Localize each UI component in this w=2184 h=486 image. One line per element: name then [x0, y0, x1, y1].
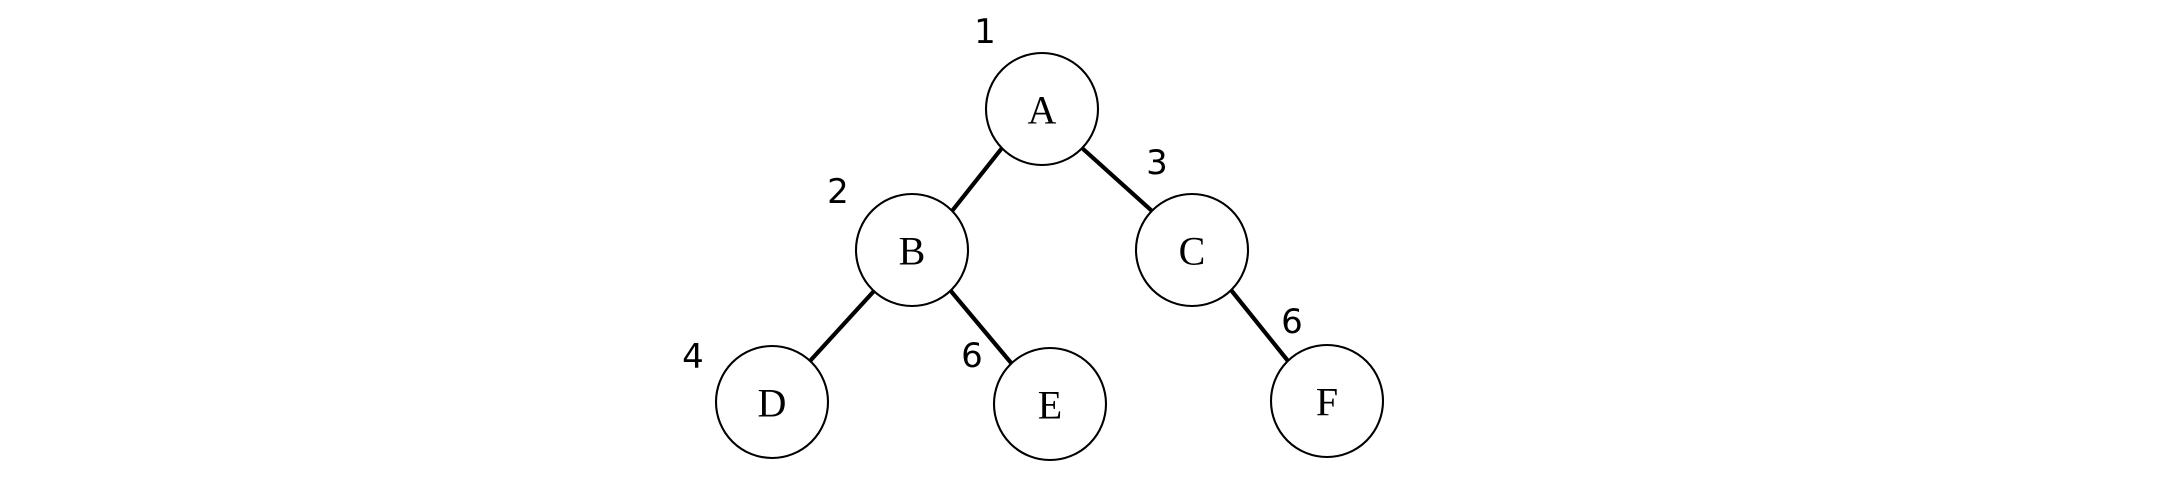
- node-circle-a[interactable]: [984, 51, 1100, 167]
- weight-label-d: 4: [682, 337, 704, 377]
- node-label-e: E: [1038, 383, 1062, 428]
- node-label-b: B: [899, 229, 926, 274]
- weight-label-group: 1 2 3 4 6 6: [682, 12, 1303, 377]
- node-circle-group: [714, 51, 1385, 462]
- edge-a-c[interactable]: [1080, 146, 1154, 213]
- edge-a-b[interactable]: [950, 146, 1004, 213]
- node-circle-c[interactable]: [1134, 192, 1250, 308]
- weight-label-f: 6: [1281, 302, 1303, 342]
- node-label-a: A: [1028, 88, 1057, 133]
- edge-c-f[interactable]: [1229, 288, 1290, 363]
- node-circle-d[interactable]: [714, 344, 830, 460]
- weight-label-e: 6: [961, 336, 983, 376]
- node-label-group: A B C D E F: [758, 88, 1339, 428]
- edge-group: [808, 146, 1290, 366]
- node-label-d: D: [758, 381, 787, 426]
- edge-b-e[interactable]: [948, 288, 1014, 366]
- node-label-f: F: [1316, 380, 1338, 425]
- node-label-c: C: [1179, 229, 1206, 274]
- weight-label-b: 2: [827, 172, 849, 212]
- node-circle-e[interactable]: [992, 346, 1108, 462]
- weight-label-a: 1: [974, 12, 996, 52]
- node-circle-f[interactable]: [1269, 343, 1385, 459]
- weight-label-c: 3: [1146, 143, 1168, 183]
- edge-b-d[interactable]: [808, 289, 876, 363]
- node-circle-b[interactable]: [854, 192, 970, 308]
